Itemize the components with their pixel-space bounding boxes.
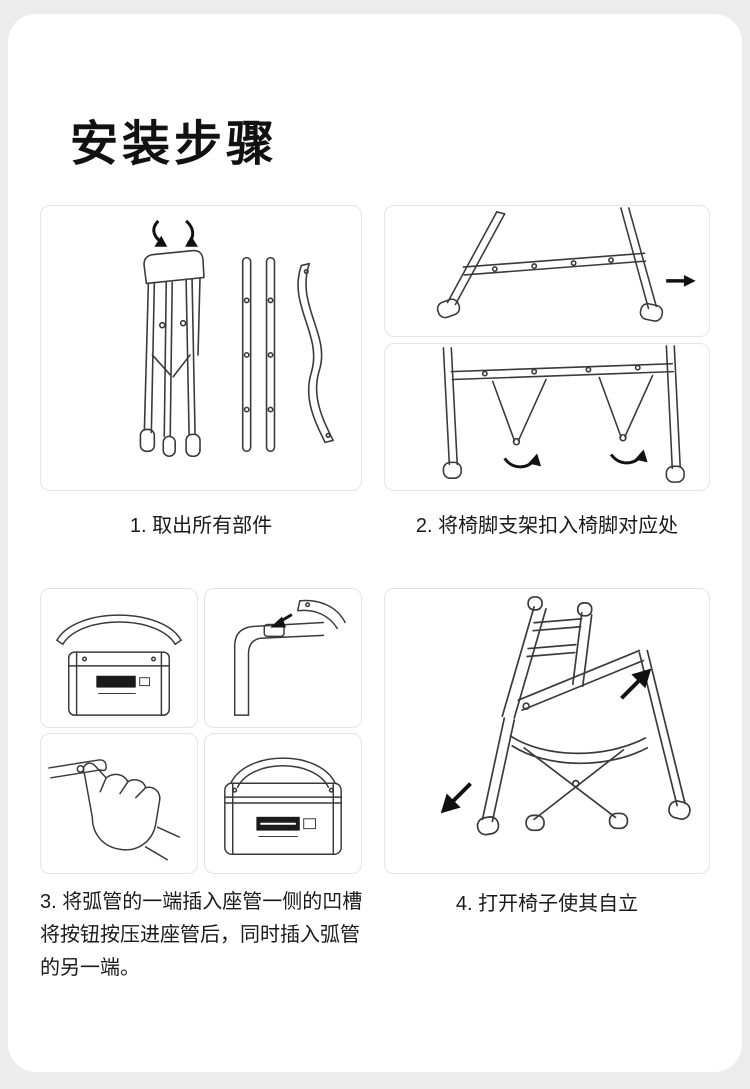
step3-hand-illustration [48,759,180,861]
brand-logo [96,675,151,694]
curved-tube-drawing [297,262,334,444]
step2-panel-bottom [384,343,710,491]
step3-panel-corner-insert [204,588,362,728]
arc-and-seat-drawing [56,614,182,716]
step2-brackets-illustration [442,345,685,483]
seat-corner-drawing [233,599,346,716]
open-direction-arrows-icon [440,668,652,814]
page-title: 安装步骤 [70,118,279,171]
step4-open-chair-illustration [440,596,691,836]
step3-arc-illustration [56,614,182,716]
step3-caption: 3. 将弧管的一端插入座管一侧的凹槽 将按钮按压进座管后，同时插入弧管 的另一端… [40,891,363,979]
step4-panel [384,588,710,874]
step3-panel-arc-over-seat [40,588,198,728]
step4-caption: 4. 打开椅子使其自立 [455,893,639,915]
unfold-curved-arrows-icon [152,219,199,247]
insert-arrow-icon [270,613,293,628]
folded-chair-drawing [139,249,205,458]
brand-logo [256,816,317,838]
step2-caption: 2. 将椅脚支架扣入椅脚对应处 [415,515,679,537]
rotate-arrows-icon [503,449,648,469]
assembled-seat-drawing [224,757,342,856]
step2-panel-top [384,205,710,337]
step1-caption: 1. 取出所有部件 [129,515,273,537]
step3-panel-assembled-seat [204,733,362,874]
leg-frame-drawing [436,207,664,322]
step2-legs-illustration [436,207,696,322]
step1-panel [40,205,362,491]
step3-panel-press-button [40,733,198,874]
clip-direction-arrow-icon [666,274,696,287]
step3-assembled-illustration [224,757,342,856]
hand-press-drawing [48,759,180,861]
bracket-frame-drawing [442,345,685,483]
step3-corner-illustration [233,599,346,716]
straight-tubes-drawing [241,256,276,453]
content-card: 安装步骤 [8,14,742,1072]
step1-parts-illustration [139,219,334,458]
opening-chair-drawing [476,596,691,836]
